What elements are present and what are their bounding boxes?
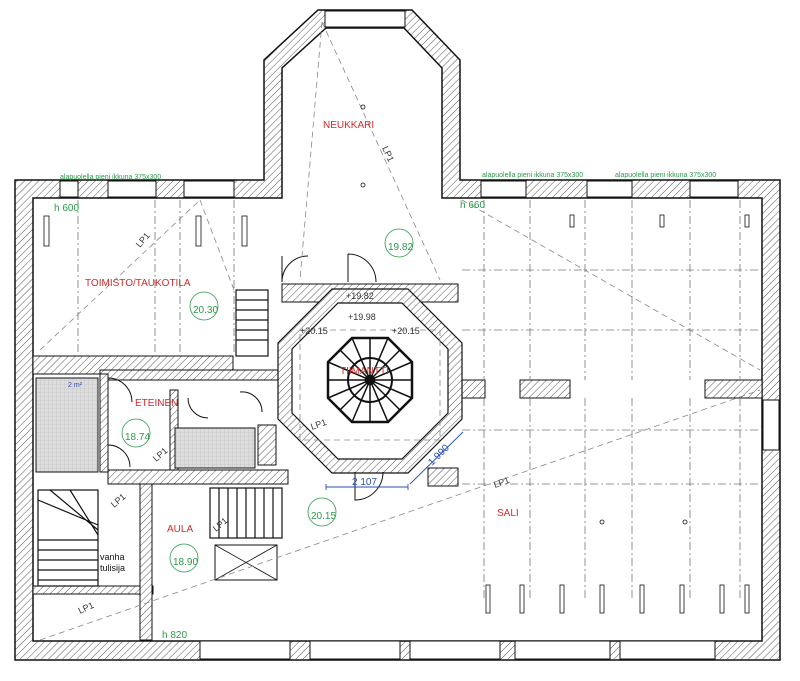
stairs xyxy=(37,289,283,587)
doors xyxy=(107,253,384,501)
lp1-label-eteinen: LP1 xyxy=(151,446,170,464)
toilets xyxy=(35,377,278,581)
grid-lines xyxy=(77,200,762,600)
light-fixtures xyxy=(43,104,750,614)
room-label-eteinen: ETEINEN xyxy=(135,398,178,409)
room-label-tiimantti: TIIMANTTI xyxy=(340,366,389,377)
dimension-horizontal: 2 107 xyxy=(352,477,377,488)
height-note-right: h 660 xyxy=(460,200,485,211)
lp1-label-toimisto: LP1 xyxy=(134,231,152,250)
area-note: 2 m² xyxy=(68,382,83,389)
tiimantti-octagon xyxy=(277,288,463,474)
lp1-lines xyxy=(39,21,761,641)
room-label-neukkari: NEUKKARI xyxy=(323,120,374,131)
room-label-toimisto: TOIMISTO/TAUKOTILA xyxy=(85,278,191,289)
level-top: +19.82 xyxy=(346,291,374,301)
height-note-left: h 600 xyxy=(54,203,79,214)
lp1-label-bottom: LP1 xyxy=(77,600,96,616)
skylight-icon xyxy=(326,336,414,424)
outer-walls xyxy=(14,9,781,661)
level-mid: +19.98 xyxy=(348,312,376,322)
elevation-toimisto: 20.30 xyxy=(193,305,218,316)
lp1-label-stair: LP1 xyxy=(109,492,128,510)
elevation-markers xyxy=(121,228,414,573)
elevation-sali: 20.15 xyxy=(311,511,336,522)
elevation-eteinen: 18.74 xyxy=(125,432,150,443)
dimension-lines xyxy=(325,431,464,490)
height-note-bottom: h 820 xyxy=(162,630,187,641)
old-fireplace-label-1: vanha xyxy=(100,552,125,562)
level-right: +20.15 xyxy=(392,326,420,336)
old-fireplace-label-2: tulisija xyxy=(100,563,125,573)
room-label-sali: SALI xyxy=(497,508,519,519)
elevation-aula: 18.90 xyxy=(173,557,198,568)
elevation-neukkari: 19.82 xyxy=(388,242,413,253)
window-note-left: alapuolella pieni ikkuna 375x300 xyxy=(60,174,161,181)
lp1-label-aula: LP1 xyxy=(211,516,230,534)
room-label-aula: AULA xyxy=(167,524,193,535)
level-left: +20.15 xyxy=(300,326,328,336)
window-note-right-1: alapuolella pieni ikkuna 375x300 xyxy=(482,172,583,179)
window-note-right-2: alapuolella pieni ikkuna 375x300 xyxy=(615,172,716,179)
lp1-label-sali: LP1 xyxy=(492,475,510,490)
